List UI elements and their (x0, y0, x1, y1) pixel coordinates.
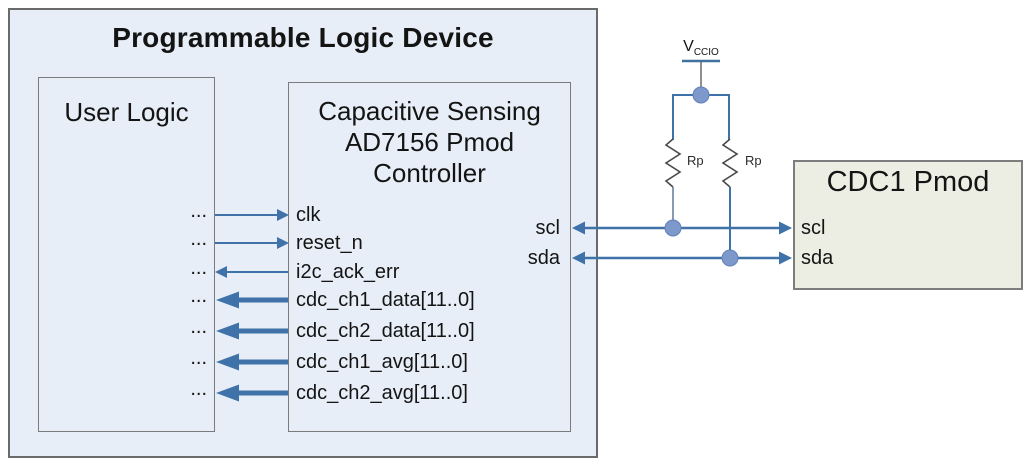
vccio-label: VCCIO (660, 38, 742, 58)
user-logic-title: User Logic (64, 97, 189, 127)
pullup-network (664, 86, 739, 267)
controller-port-sda: sda (527, 247, 560, 269)
controller-title-line3: Controller (373, 158, 486, 188)
user-logic-port-ellipsis: ... (190, 285, 207, 307)
user-logic-block (38, 77, 215, 432)
port-label-cdc-ch1-avg: cdc_ch1_avg[11..0] (296, 351, 468, 373)
controller-title-line2: AD7156 Pmod (344, 127, 515, 157)
vccio-symbol (682, 59, 720, 94)
port-label-cdc-ch2-data: cdc_ch2_data[11..0] (296, 320, 475, 342)
vccio-label-v: V (683, 38, 694, 55)
cdc-port-sda: sda (801, 247, 834, 269)
controller-port-scl: scl (535, 217, 560, 239)
user-logic-port-ellipsis: ... (190, 200, 207, 222)
cdc-port-scl: scl (801, 217, 826, 239)
junction-dot-sda (721, 249, 739, 267)
cdc1-pmod-block (793, 160, 1023, 290)
pullup-split-wire (672, 94, 730, 140)
rp-right-label: Rp (745, 153, 762, 168)
controller-title: Capacitive Sensing AD7156 Pmod Controlle… (288, 96, 571, 189)
user-logic-port-ellipsis: ... (190, 378, 207, 400)
port-label-cdc-ch2-avg: cdc_ch2_avg[11..0] (296, 382, 468, 404)
pld-title: Programmable Logic Device (112, 22, 494, 53)
cdc1-pmod-title: CDC1 Pmod (826, 166, 990, 198)
user-logic-port-ellipsis: ... (190, 228, 207, 250)
port-label-reset-n: reset_n (296, 232, 363, 254)
resistor-rp-left (664, 138, 682, 188)
resistor-rp-right (721, 138, 739, 188)
user-logic-port-ellipsis: ... (190, 257, 207, 279)
user-logic-port-ellipsis: ... (190, 316, 207, 338)
controller-block (288, 82, 571, 432)
port-label-clk: clk (296, 204, 321, 226)
junction-dot-scl (664, 219, 682, 237)
junction-dot-vccio (692, 86, 710, 104)
port-label-i2c-ack-err: i2c_ack_err (296, 261, 400, 283)
rp-left-label: Rp (687, 153, 704, 168)
vccio-label-sub: CCIO (693, 47, 719, 59)
port-label-cdc-ch1-data: cdc_ch1_data[11..0] (296, 289, 475, 311)
controller-title-line1: Capacitive Sensing (318, 96, 541, 126)
sda-bus-wire (572, 251, 792, 265)
user-logic-port-ellipsis: ... (190, 347, 207, 369)
scl-bus-wire (572, 221, 792, 235)
